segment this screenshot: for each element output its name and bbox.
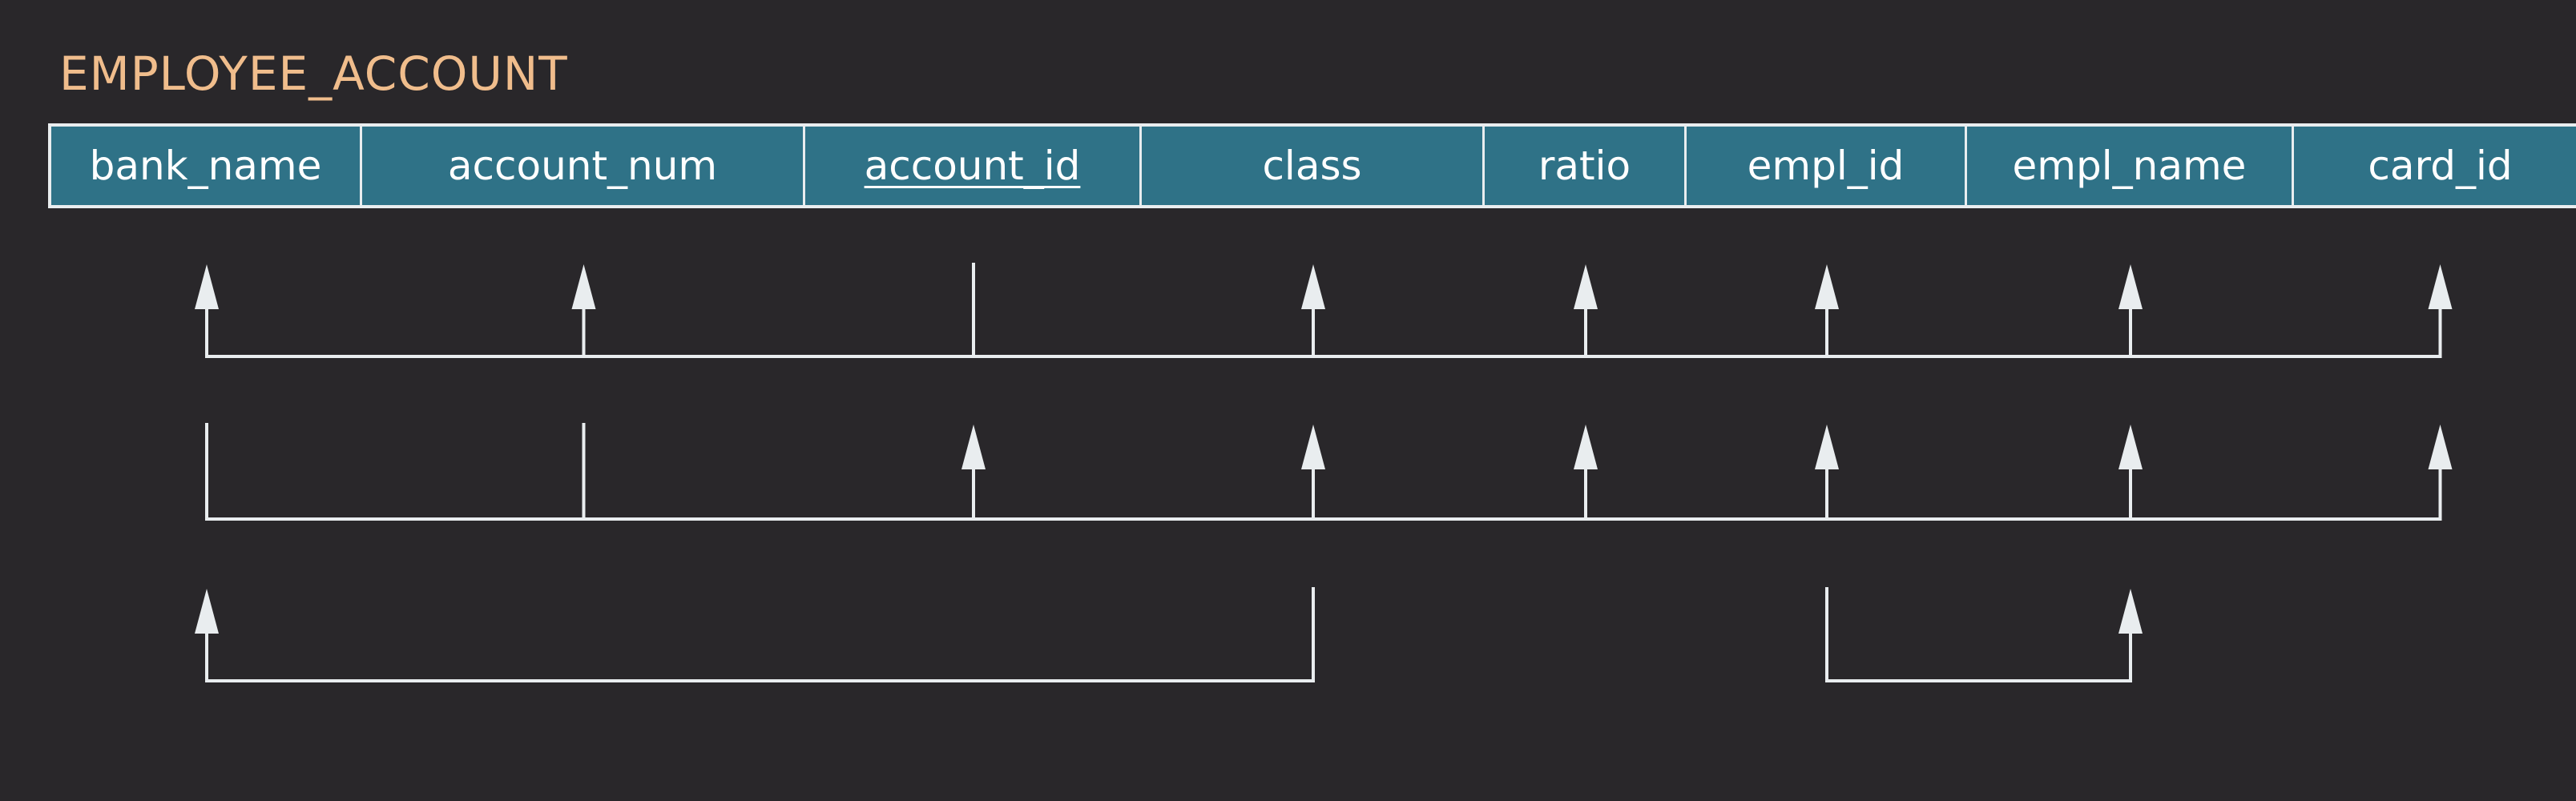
fd-arrowhead <box>1574 264 1598 309</box>
column-empl-name: empl_name <box>1967 127 2294 205</box>
fd-arrowhead <box>1301 425 1325 469</box>
fd-arrowhead <box>2428 264 2453 309</box>
relation-schema-row: bank_name account_num account_id class r… <box>48 123 2576 208</box>
fd-arrowhead <box>2118 589 2143 634</box>
fd-arrowhead <box>2118 264 2143 309</box>
fd-arrowhead <box>1815 425 1839 469</box>
column-bank-name: bank_name <box>51 127 362 205</box>
fd-arrowhead <box>195 589 219 634</box>
column-account-num: account_num <box>362 127 805 205</box>
column-empl-id: empl_id <box>1687 127 1967 205</box>
fd-arrowhead <box>195 264 219 309</box>
fd-arrowhead <box>2118 425 2143 469</box>
fd-arrowhead <box>1301 264 1325 309</box>
fd-arrowhead <box>961 425 986 469</box>
fd-arrowhead <box>1815 264 1839 309</box>
column-ratio: ratio <box>1485 127 1687 205</box>
fd-arrowhead <box>571 264 596 309</box>
fd-arrowhead <box>1574 425 1598 469</box>
relation-title: EMPLOYEE_ACCOUNT <box>59 46 568 101</box>
column-card-id: card_id <box>2368 143 2513 189</box>
column-account-id: account_id <box>805 127 1142 205</box>
column-class: class <box>1142 127 1485 205</box>
fd-arrowhead <box>2428 425 2453 469</box>
